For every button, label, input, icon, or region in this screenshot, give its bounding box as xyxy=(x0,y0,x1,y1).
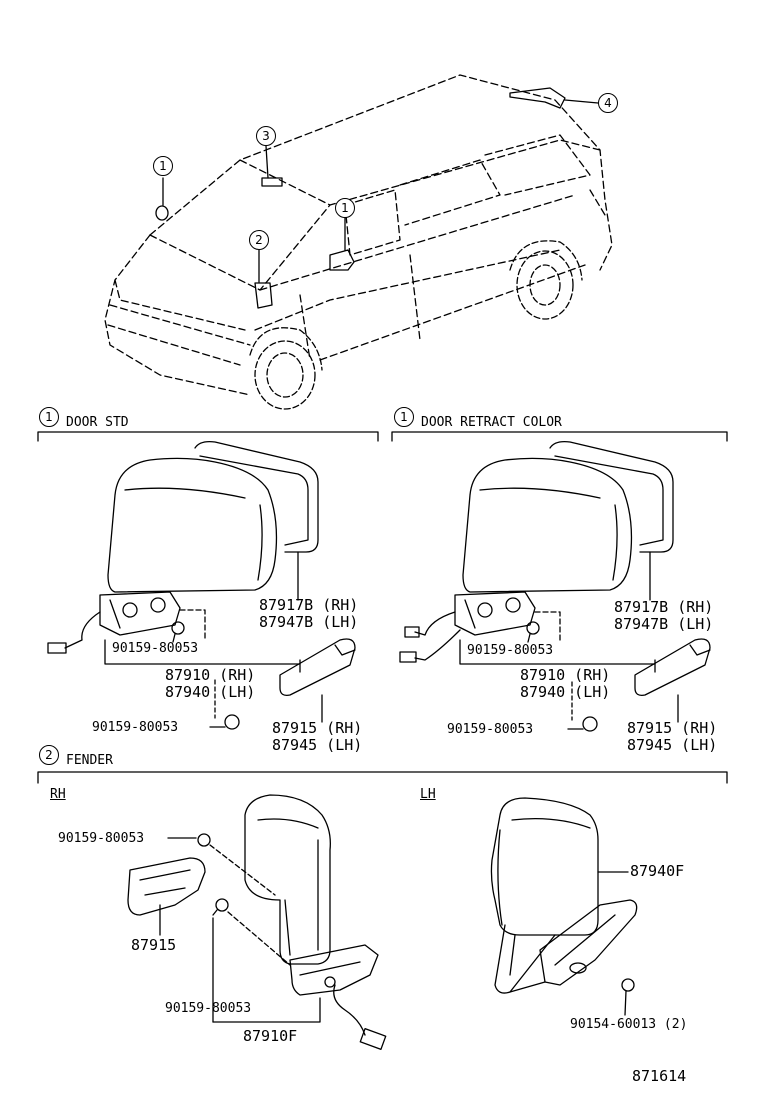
fender-mirror-rh: 87910F xyxy=(243,1027,298,1045)
section-door-retract-title: DOOR RETRACT COLOR xyxy=(421,415,562,430)
section-borders xyxy=(37,431,728,784)
retract-cover-rh: 87915 (RH) xyxy=(627,719,718,737)
std-glass-lh: 87947B (LH) xyxy=(259,613,359,631)
std-cover-lh: 87945 (LH) xyxy=(272,736,363,754)
callout-2-fender: 2 xyxy=(249,230,269,250)
section-door-std-number: 1 xyxy=(39,407,59,427)
fender-cover: 87915 xyxy=(131,936,177,954)
retract-mirror-lh: 87940 (LH) xyxy=(520,683,611,701)
std-mirror-lh: 87940 (LH) xyxy=(165,683,256,701)
std-screw-outer: 90159-80053 xyxy=(92,720,179,735)
callout-3-inner: 3 xyxy=(256,126,276,146)
fender-bolt-lh: 90154-60013 (2) xyxy=(570,1017,688,1032)
door-std-mirror xyxy=(47,440,356,730)
section-fender-number: 2 xyxy=(39,745,59,765)
std-glass-rh: 87917B (RH) xyxy=(259,596,359,614)
retract-glass-rh: 87917B (RH) xyxy=(614,598,714,616)
retract-glass-lh: 87947B (LH) xyxy=(614,615,714,633)
section-fender-title: FENDER xyxy=(66,753,113,768)
retract-screw-inner: 90159-80053 xyxy=(467,643,554,658)
callout-1-front: 1 xyxy=(153,156,173,176)
section-door-retract-number: 1 xyxy=(394,407,414,427)
std-mirror-rh: 87910 (RH) xyxy=(165,666,256,684)
door-retract-leaders xyxy=(459,551,679,723)
retract-screw-outer: 90159-80053 xyxy=(447,722,534,737)
fender-rh-label: RH xyxy=(50,787,66,802)
fender-rh-mirror xyxy=(127,794,387,1050)
std-screw-inner: 90159-80053 xyxy=(112,641,199,656)
std-cover-rh: 87915 (RH) xyxy=(272,719,363,737)
van-wheels xyxy=(249,240,583,410)
fender-screw-top: 90159-80053 xyxy=(58,831,145,846)
fender-screw-bottom: 90159-80053 xyxy=(165,1001,252,1016)
van-mirror-markers xyxy=(155,87,566,309)
door-std-leaders xyxy=(104,551,323,723)
retract-cover-lh: 87945 (LH) xyxy=(627,736,718,754)
fender-mirror-lh: 87940F xyxy=(630,862,685,880)
door-retract-mirror xyxy=(399,440,711,732)
callout-1-door: 1 xyxy=(335,198,355,218)
diagram-id: 871614 xyxy=(632,1067,687,1085)
van-illustration xyxy=(104,74,613,396)
section-door-std-title: DOOR STD xyxy=(66,415,129,430)
callout-leaders xyxy=(162,99,599,283)
retract-mirror-rh: 87910 (RH) xyxy=(520,666,611,684)
callout-4-rear: 4 xyxy=(598,93,618,113)
fender-rh-leaders xyxy=(159,844,321,1023)
fender-lh-mirror xyxy=(490,797,638,1016)
fender-lh-label: LH xyxy=(420,787,436,802)
